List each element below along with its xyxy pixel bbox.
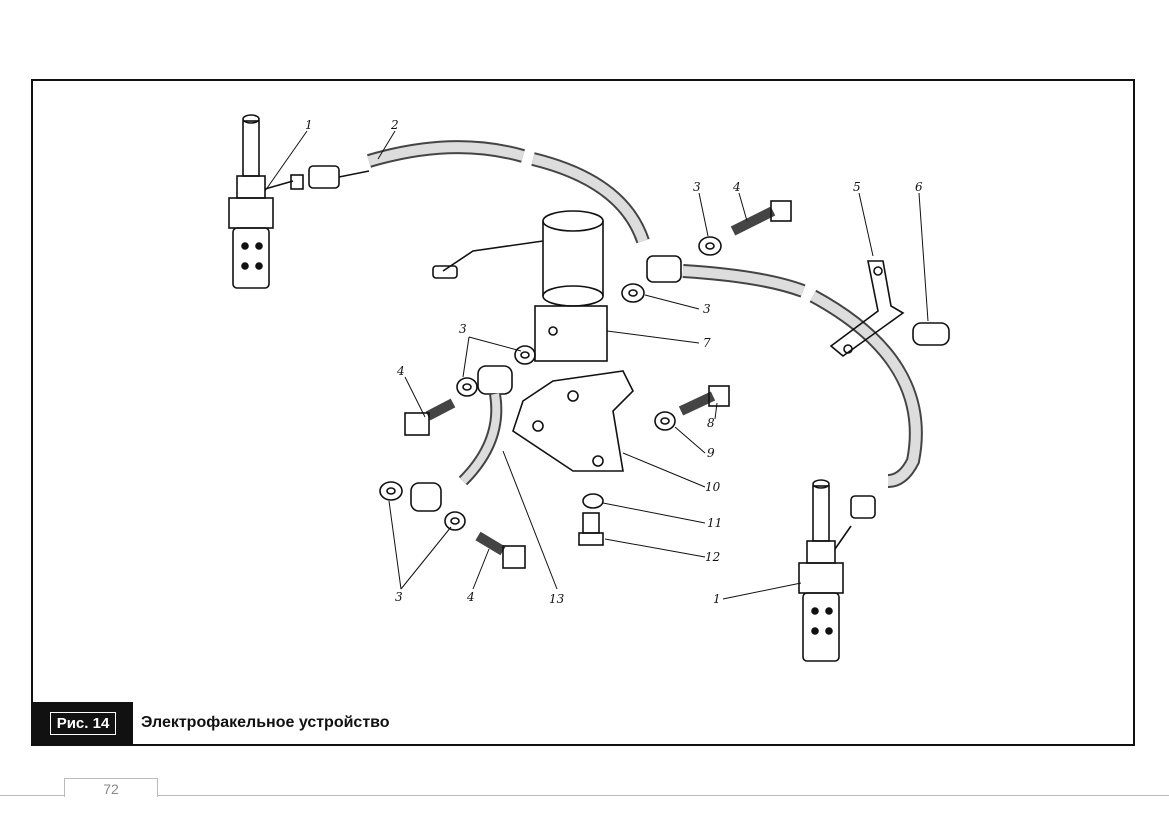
glow-plug-right — [798, 479, 852, 662]
figure-number: Рис. 14 — [33, 702, 133, 744]
fuel-hose-right — [682, 264, 923, 519]
callout: 3 — [459, 322, 467, 336]
fuel-hose-upper — [308, 140, 682, 283]
callout: 3 — [693, 180, 701, 194]
figure-title: Электрофакельное устройство — [141, 714, 390, 731]
callout: 3 — [703, 302, 711, 316]
callout: 6 — [915, 180, 923, 194]
bolts — [404, 200, 792, 569]
callout: 2 — [390, 118, 399, 132]
callout: 4 — [466, 590, 475, 604]
callout: 1 — [305, 118, 313, 132]
callout: 1 — [713, 592, 721, 606]
callout: 5 — [853, 180, 861, 194]
footer-rule — [0, 795, 1169, 796]
exploded-diagram: 1 2 3 4 5 6 3 3 7 4 8 9 10 11 12 1 3 4 1… — [228, 114, 950, 662]
page-number: 72 — [64, 778, 158, 797]
banjo-tube — [410, 365, 513, 512]
callout: 4 — [732, 180, 741, 194]
callout: 7 — [703, 336, 711, 350]
callout-labels: 1 2 3 4 5 6 3 3 7 4 8 9 10 11 12 1 3 4 1… — [305, 118, 923, 606]
callout: 4 — [396, 364, 405, 378]
clamp — [829, 260, 950, 358]
washers — [379, 236, 722, 531]
solenoid-valve — [432, 210, 608, 362]
callout: 8 — [707, 416, 715, 430]
callout: 3 — [395, 590, 403, 604]
figure-tag: Рис. 14 — [49, 711, 117, 735]
callout: 10 — [705, 480, 721, 494]
callout: 13 — [549, 592, 565, 606]
callout: 11 — [707, 516, 722, 530]
callout: 12 — [705, 550, 720, 564]
callout: 9 — [707, 446, 715, 460]
figure-frame: 1 2 3 4 5 6 3 3 7 4 8 9 10 11 12 1 3 4 1… — [31, 79, 1135, 746]
bracket — [512, 370, 634, 472]
leader-lines — [264, 130, 929, 600]
glow-plug-left — [228, 114, 304, 289]
